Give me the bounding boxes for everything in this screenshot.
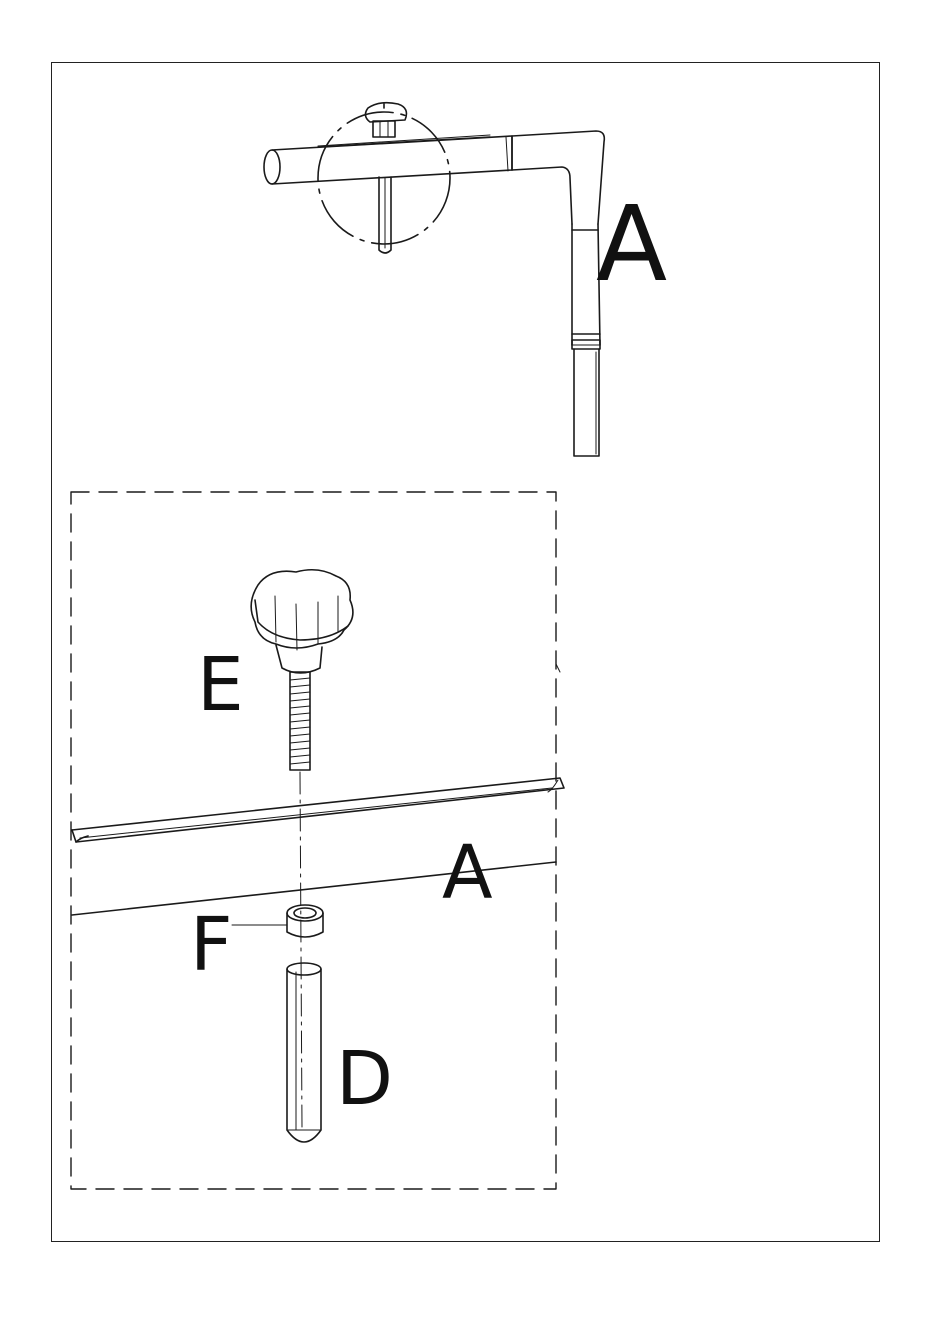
part-label-f: F <box>190 908 233 982</box>
pin-d <box>287 963 321 1142</box>
part-label-a-detail: A <box>442 836 493 910</box>
knob-e <box>251 570 353 770</box>
part-label-d: D <box>336 1042 393 1116</box>
part-label-a: A <box>596 192 667 296</box>
part-label-e: E <box>197 648 244 722</box>
frame-overview <box>264 103 604 456</box>
spacer-f <box>232 905 323 937</box>
assembly-axis <box>300 772 302 1128</box>
